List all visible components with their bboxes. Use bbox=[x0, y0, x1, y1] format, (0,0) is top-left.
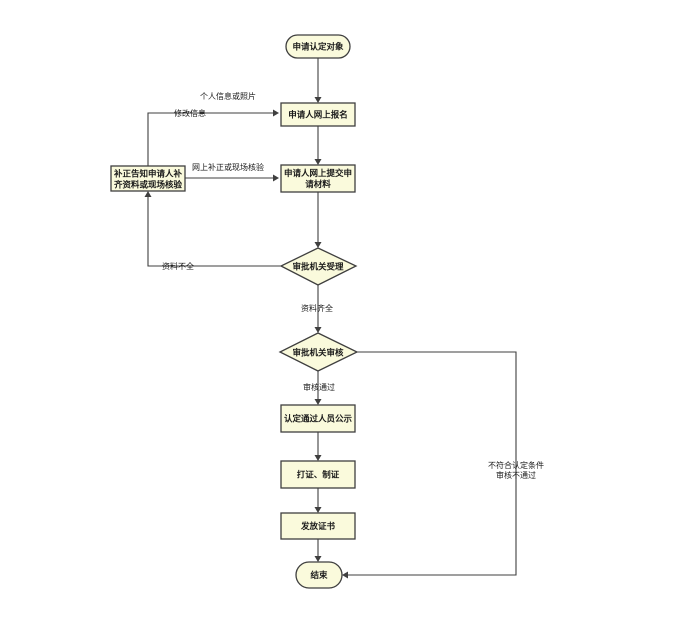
arrowhead bbox=[314, 556, 322, 562]
edge-label-rejected-line2: 审核不通过 bbox=[496, 470, 536, 480]
edge-label-modify-info: 修改信息 bbox=[174, 108, 206, 118]
node-issue-label: 发放证书 bbox=[300, 521, 336, 532]
node-publicize-label: 认定通过人员公示 bbox=[284, 414, 353, 425]
node-submit-label-line1: 申请人网上提交申 bbox=[284, 168, 352, 179]
node-publicize: 认定通过人员公示 bbox=[280, 404, 356, 433]
node-start-label: 申请认定对象 bbox=[292, 42, 344, 53]
arrowhead bbox=[144, 191, 152, 197]
edge-label-personal-info: 个人信息或照片 bbox=[200, 91, 256, 101]
edge-review-to-end bbox=[348, 351, 517, 576]
arrowhead bbox=[314, 455, 322, 461]
node-submit-label-line2: 请材料 bbox=[305, 179, 331, 190]
node-issue: 发放证书 bbox=[280, 512, 356, 540]
node-submit: 申请人网上提交申 请材料 bbox=[280, 164, 356, 193]
node-register-label: 申请人网上报名 bbox=[288, 110, 348, 121]
arrowhead bbox=[314, 242, 322, 248]
edge-label-complete: 资料齐全 bbox=[301, 303, 333, 313]
arrowhead bbox=[314, 507, 322, 513]
node-review-decision: 审批机关审核 bbox=[278, 332, 359, 372]
arrowhead bbox=[342, 571, 348, 579]
arrowhead bbox=[314, 399, 322, 405]
node-review-label: 审批机关审核 bbox=[292, 348, 344, 359]
edge-label-passed: 审核通过 bbox=[303, 382, 335, 392]
node-register: 申请人网上报名 bbox=[280, 102, 356, 127]
node-start: 申请认定对象 bbox=[285, 34, 351, 59]
arrowhead bbox=[314, 327, 322, 333]
node-accept-label: 审批机关受理 bbox=[292, 262, 344, 273]
node-notify-label-line2: 齐资料或现场核验 bbox=[114, 180, 183, 191]
edge-label-rejected-line1: 不符合认定条件 bbox=[488, 460, 544, 470]
arrowhead bbox=[273, 174, 279, 182]
node-end-label: 结束 bbox=[310, 570, 328, 581]
edge-accept-to-notify bbox=[147, 196, 281, 267]
node-print-label: 打证、制证 bbox=[297, 470, 340, 481]
edge-notify-to-register bbox=[147, 112, 273, 166]
arrowhead bbox=[273, 109, 279, 117]
edge-label-online-supplement: 网上补正或现场核验 bbox=[192, 162, 264, 172]
node-print: 打证、制证 bbox=[280, 460, 356, 489]
arrowhead bbox=[314, 97, 322, 103]
node-notify: 补正告知申请人补 齐资料或现场核验 bbox=[110, 165, 186, 192]
node-notify-label-line1: 补正告知申请人补 bbox=[113, 169, 183, 180]
node-end: 结束 bbox=[295, 561, 343, 589]
node-accept-decision: 审批机关受理 bbox=[279, 247, 358, 286]
arrowhead bbox=[314, 159, 322, 165]
edge-label-incomplete: 资料不全 bbox=[162, 261, 194, 271]
